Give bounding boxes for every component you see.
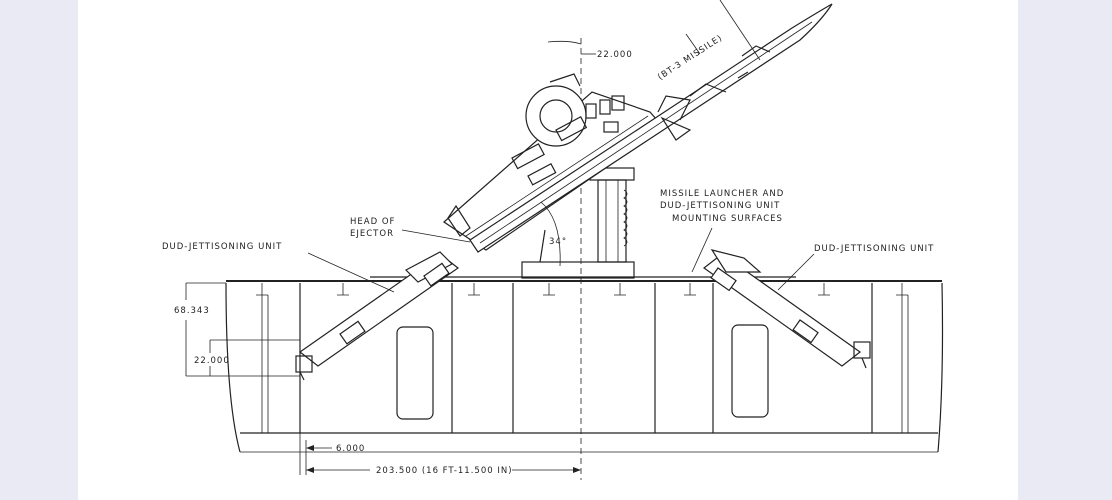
ship-hull (225, 276, 944, 453)
label-dim-203: 203.500 (16 FT-11.500 IN) (376, 466, 513, 476)
label-dud-right: DUD-JETTISONING UNIT (814, 244, 934, 254)
label-angle-22: 22.000 (597, 50, 633, 60)
dud-jettisoning-unit-left (295, 251, 460, 381)
label-mount-1: MISSILE LAUNCHER AND (660, 189, 784, 199)
label-dim-6: 6.000 (336, 444, 365, 454)
label-dim-68: 68.343 (174, 306, 210, 316)
launcher-arm (443, 73, 665, 251)
bt3-missile (469, 3, 833, 253)
dimension-lines (185, 282, 581, 475)
label-mount-2: DUD-JETTISONING UNIT (660, 201, 780, 211)
leader-lines (307, 227, 815, 293)
angle-annotations (540, 0, 761, 267)
label-angle-34: 34° (549, 237, 567, 247)
label-head-of: HEAD OF (350, 217, 395, 227)
diagram-page (78, 0, 1018, 500)
label-ejector: EJECTOR (350, 229, 394, 239)
label-mount-3: MOUNTING SURFACES (672, 214, 783, 224)
label-dim-22: 22.000 (194, 356, 230, 366)
launcher-pedestal (521, 167, 635, 279)
dud-jettisoning-unit-right (702, 249, 871, 369)
label-dud-left: DUD-JETTISONING UNIT (162, 242, 282, 252)
